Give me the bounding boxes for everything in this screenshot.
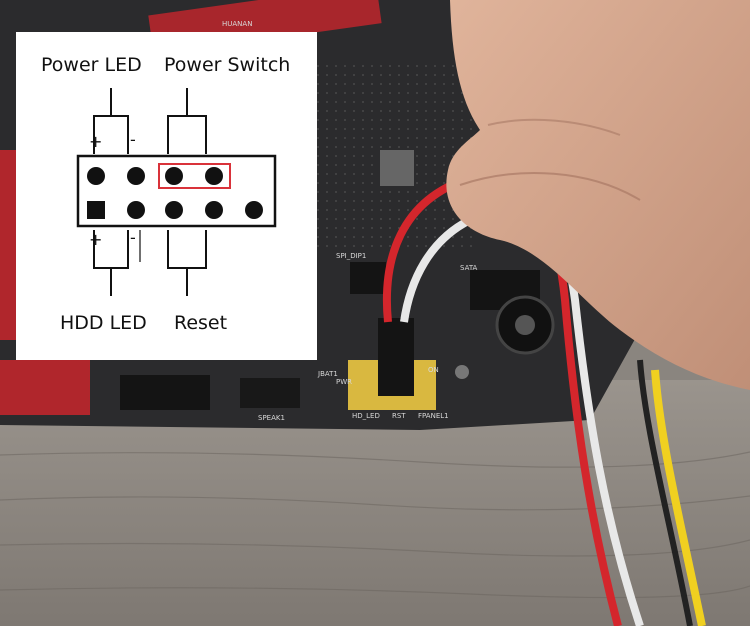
header-outline (76, 154, 277, 228)
pin (127, 167, 145, 185)
pinout-diagram: Power LED Power Switch + - + - HDD LED R… (16, 32, 317, 360)
wire-yellow (651, 369, 706, 626)
hdd-led-label: HDD LED (60, 312, 147, 334)
plus-sign-bottom: + (89, 230, 103, 249)
spi-chip (350, 262, 386, 294)
on-silk: ON (428, 366, 439, 374)
power-led-label: Power LED (41, 54, 142, 76)
spi-silk: SPI_DIP1 (336, 252, 366, 260)
bat-silk: JBAT1 (317, 370, 338, 378)
minus-sign-bottom: - (130, 228, 136, 247)
fpanel-silk: FPANEL1 (418, 412, 449, 420)
sata-silk: SATA (460, 264, 478, 272)
pin (127, 201, 145, 219)
reset-label: Reset (174, 312, 228, 334)
pin (87, 167, 105, 185)
rst-silk: RST (392, 412, 406, 420)
power-switch-label: Power Switch (164, 54, 291, 76)
fan-header (120, 375, 210, 410)
red-slot-left (0, 150, 16, 340)
pin (245, 201, 263, 219)
pin (165, 167, 183, 185)
hd-led-silk: HD_LED (352, 412, 380, 420)
hand (446, 0, 750, 390)
red-slot (0, 360, 90, 415)
pwr-silk: PWR (336, 378, 352, 386)
wire-connector (378, 318, 414, 396)
smd-pads (380, 150, 414, 186)
screw-hole (455, 365, 469, 379)
brand-silkscreen: HUANAN (222, 20, 252, 28)
pin (205, 167, 223, 185)
speaker-header (240, 378, 300, 408)
power-switch-highlight (158, 163, 231, 189)
speaker-silk: SPEAK1 (258, 414, 285, 422)
pin-square (87, 201, 105, 219)
plus-sign-top: + (89, 132, 103, 151)
pinout-drawing (76, 88, 277, 296)
pin (165, 201, 183, 219)
minus-sign-top: - (130, 130, 136, 149)
pin (205, 201, 223, 219)
